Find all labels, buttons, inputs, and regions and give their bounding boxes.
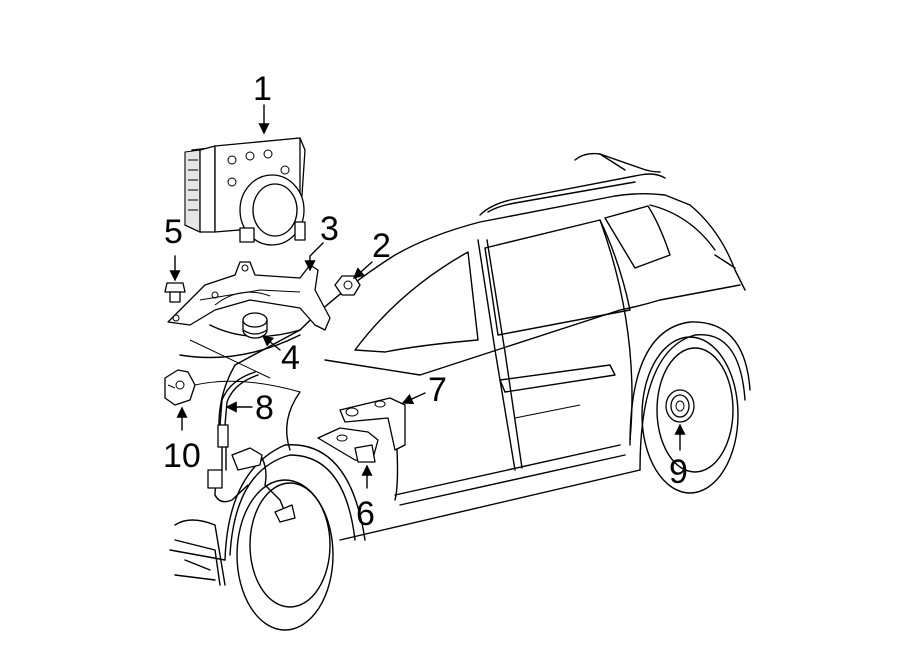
callout-10: 10	[163, 437, 201, 475]
yaw-sensor-bracket	[339, 397, 406, 451]
callout-3: 3	[320, 210, 339, 248]
hole-plug	[665, 389, 695, 423]
callout-5: 5	[164, 213, 183, 251]
callout-1: 1	[253, 70, 272, 108]
sensor-mount	[164, 369, 196, 406]
vehicle-outline	[169, 152, 751, 631]
nut	[334, 275, 361, 296]
abs-modulator-unit	[184, 137, 306, 246]
grommet	[242, 312, 268, 339]
leader-arrows	[169, 104, 686, 489]
callout-2: 2	[372, 227, 391, 265]
callout-7: 7	[428, 371, 447, 409]
mounting-bracket	[167, 261, 331, 331]
bolt	[164, 282, 186, 303]
callout-8: 8	[255, 389, 274, 427]
yaw-rate-sensor	[317, 427, 379, 463]
callout-9: 9	[669, 453, 688, 491]
callout-6: 6	[356, 495, 375, 533]
callout-4: 4	[281, 339, 300, 377]
wheel-speed-sensor	[207, 371, 296, 523]
